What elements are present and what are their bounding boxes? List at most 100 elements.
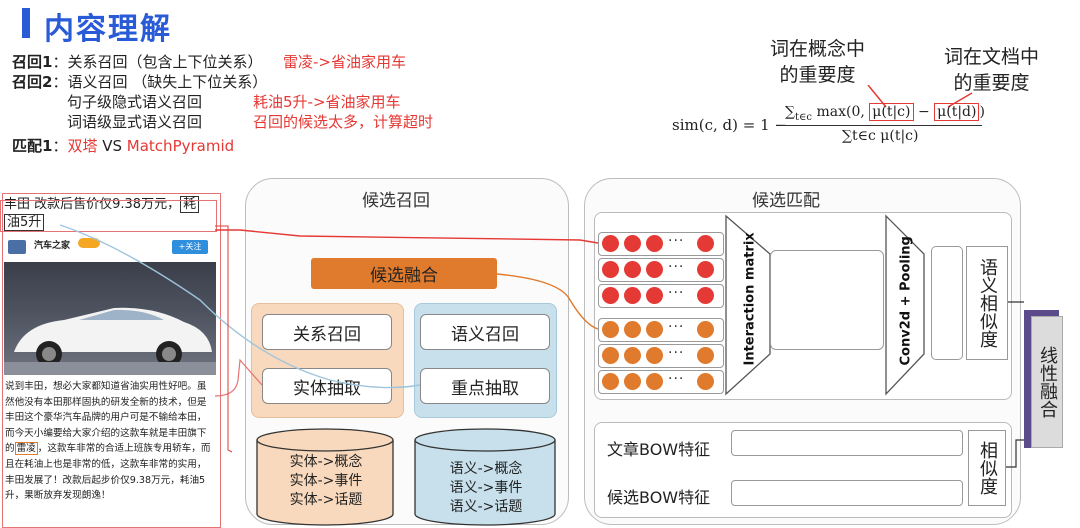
recall2-label: 召回2 bbox=[12, 73, 53, 91]
cand-bow-label: 候选BOW特征 bbox=[607, 488, 711, 507]
article-body: 说到丰田，想必大家都知道省油实用性好吧。虽然他没有本田那样固执的研发全新的技术，… bbox=[5, 379, 214, 504]
linear-fusion-box: 线性融合 bbox=[1031, 316, 1063, 448]
conv-pooling-label: Conv2d + Pooling bbox=[898, 236, 914, 366]
match1-line: 匹配1：双塔 VS MatchPyramid bbox=[12, 137, 234, 155]
match1-vs: VS bbox=[97, 137, 127, 155]
match1-a: 双塔 bbox=[67, 137, 98, 155]
sentence-level-text: 句子级隐式语义召回 bbox=[67, 93, 203, 111]
entity-db-line1: 实体->概念 bbox=[289, 454, 363, 470]
entity-db-line2: 实体->事件 bbox=[289, 473, 363, 489]
formula-max: max(0, bbox=[812, 104, 870, 120]
cand-row-3-dot bbox=[624, 373, 641, 390]
entity-extract-box: 实体抽取 bbox=[262, 368, 392, 404]
cand-row-2-ellipsis: ··· bbox=[668, 345, 685, 361]
cand-row-1-end-dot bbox=[697, 321, 714, 338]
doc-row-3-ellipsis: ··· bbox=[668, 285, 685, 301]
doc-row-1-dot bbox=[602, 235, 619, 252]
recall1-line: 召回1：关系召回（包含上下位关系） bbox=[12, 53, 262, 71]
semantic-sim-label: 语义相似度 bbox=[977, 258, 998, 348]
cand-row-3-dot bbox=[602, 373, 619, 390]
matrix-box bbox=[770, 250, 884, 350]
candidate-fusion-box: 候选融合 bbox=[311, 258, 497, 289]
formula-pointers bbox=[867, 85, 973, 108]
title-accent-bar bbox=[22, 8, 30, 38]
recall1-example: 雷凌->省油家用车 bbox=[283, 53, 406, 71]
semantic-db-line1: 语义->概念 bbox=[449, 461, 523, 477]
conv-pooling-funnel bbox=[885, 214, 925, 396]
doc-bow-row bbox=[731, 430, 963, 456]
formula-label-concept-l1: 词在概念中 bbox=[770, 38, 866, 60]
source-logo bbox=[8, 240, 26, 254]
cand-row-2-dot bbox=[602, 347, 619, 364]
word-level-note: 召回的候选太多，计算超时 bbox=[253, 113, 434, 131]
formula-sum: ∑ bbox=[785, 104, 795, 120]
cand-row-3-dot bbox=[646, 373, 663, 390]
key-extract-box: 重点抽取 bbox=[420, 368, 550, 404]
entity-db-line3: 实体->话题 bbox=[289, 492, 363, 508]
formula-numerator: ∑t∈c max(0, μ(t|c) − μ(t|d)) bbox=[785, 103, 985, 123]
cand-row-3-ellipsis: ··· bbox=[668, 371, 685, 387]
article-headline-box2: 油5升 bbox=[4, 214, 45, 231]
doc-row-1-ellipsis: ··· bbox=[668, 233, 685, 249]
article-body-highlight: 雷凌 bbox=[14, 442, 38, 456]
doc-row-3-dot bbox=[624, 287, 641, 304]
cand-row-1-dot bbox=[602, 321, 619, 338]
entity-database-text: 实体->概念 实体->事件 实体->话题 bbox=[280, 453, 372, 510]
semantic-database bbox=[414, 428, 556, 526]
doc-row-1-dot bbox=[646, 235, 663, 252]
doc-row-1-end-dot bbox=[697, 235, 714, 252]
cand-row-2-dot bbox=[624, 347, 641, 364]
match1-colon: ： bbox=[52, 137, 68, 155]
formula-term-document: μ(t|d) bbox=[934, 103, 980, 121]
match1-label: 匹配1 bbox=[12, 137, 53, 155]
pooled-vector-box bbox=[931, 246, 963, 360]
formula-close: ) bbox=[979, 104, 985, 120]
formula-label-concept: 词在概念中 的重要度 bbox=[770, 36, 865, 88]
page-title: 内容理解 bbox=[44, 12, 172, 47]
cand-row-1-dot bbox=[624, 321, 641, 338]
recall2-line: 召回2：语义召回 （缺失上下位关系） bbox=[12, 73, 267, 91]
headline-highlight-frame bbox=[0, 200, 217, 232]
cand-bow-row bbox=[731, 480, 963, 506]
recall-panel-title: 候选召回 bbox=[362, 191, 430, 211]
formula-minus: − bbox=[913, 104, 935, 120]
doc-row-3-end-dot bbox=[697, 287, 714, 304]
formula-label-concept-l2: 的重要度 bbox=[779, 64, 856, 86]
entity-database bbox=[256, 428, 394, 526]
semantic-recall-box: 语义召回 bbox=[420, 314, 550, 350]
semantic-sim-box: 语义相似度 bbox=[966, 246, 1008, 360]
linear-fusion-label: 线性融合 bbox=[1037, 346, 1058, 418]
article-body-part2: ，这款车非常的合适上班族专用轿车，而且在耗油上也是非常的低，这款车非常的实用，丰… bbox=[5, 443, 211, 502]
formula-term-concept: μ(t|c) bbox=[869, 103, 914, 121]
cand-row-1-ellipsis: ··· bbox=[668, 319, 685, 335]
doc-row-2-ellipsis: ··· bbox=[668, 259, 685, 275]
semantic-db-line2: 语义->事件 bbox=[449, 480, 523, 496]
relation-recall-box: 关系召回 bbox=[262, 314, 392, 350]
recall1-label: 召回1 bbox=[12, 53, 53, 71]
formula-label-document-l1: 词在文档中 bbox=[944, 46, 1040, 68]
recall1-text: ：关系召回（包含上下位关系） bbox=[52, 53, 263, 71]
follow-button[interactable]: +关注 bbox=[172, 240, 208, 254]
cand-row-3-end-dot bbox=[697, 373, 714, 390]
match1-b: MatchPyramid bbox=[126, 137, 235, 155]
bow-sim-label: 相似度 bbox=[977, 441, 998, 495]
cand-row-2-end-dot bbox=[697, 347, 714, 364]
doc-row-2-dot bbox=[646, 261, 663, 278]
formula-lhs: sim(c, d) = 1 − bbox=[672, 116, 787, 134]
doc-row-1-dot bbox=[624, 235, 641, 252]
interaction-matrix-funnel bbox=[725, 214, 771, 396]
formula-fraction-bar bbox=[782, 125, 982, 126]
doc-row-3-dot bbox=[602, 287, 619, 304]
match-panel-title: 候选匹配 bbox=[752, 191, 820, 211]
formula-sum-sub: t∈c bbox=[795, 111, 813, 123]
doc-row-3-dot bbox=[646, 287, 663, 304]
sentence-level-example: 耗油5升->省油家用车 bbox=[253, 93, 401, 111]
semantic-db-line3: 语义->话题 bbox=[449, 499, 523, 515]
cand-row-2-dot bbox=[646, 347, 663, 364]
doc-row-2-end-dot bbox=[697, 261, 714, 278]
cand-row-1-dot bbox=[646, 321, 663, 338]
doc-row-2-dot bbox=[602, 261, 619, 278]
doc-row-2-dot bbox=[624, 261, 641, 278]
formula-label-document: 词在文档中 的重要度 bbox=[944, 44, 1039, 96]
doc-bow-label: 文章BOW特征 bbox=[607, 440, 711, 459]
